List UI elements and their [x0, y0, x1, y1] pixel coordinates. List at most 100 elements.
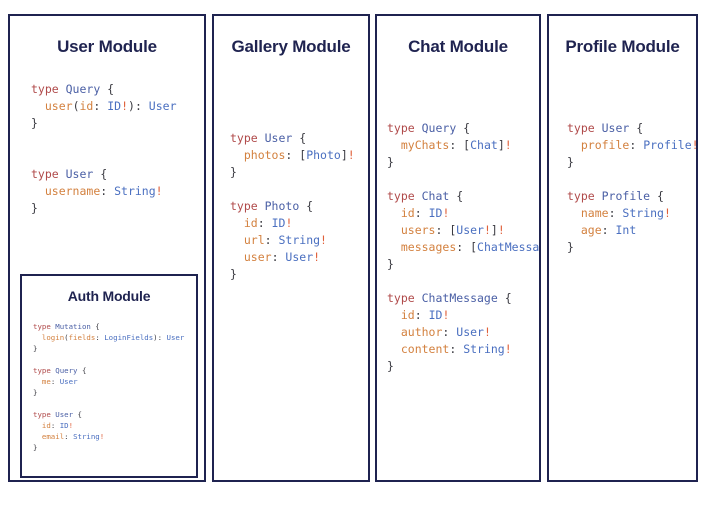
code-token	[567, 206, 581, 220]
card-chat-module[interactable]: Chat Module type Query { myChats: [Chat]…	[375, 14, 541, 482]
card-gallery-module[interactable]: Gallery Module type User { photos: [Phot…	[212, 14, 370, 482]
code-token: :	[414, 206, 429, 220]
code-token: }	[31, 116, 38, 130]
code-token: {	[497, 291, 512, 305]
code-block-user-module: type Query { user(id: ID!): User } type …	[31, 81, 204, 217]
code-token: :	[93, 99, 108, 113]
code-token: ):	[153, 333, 167, 342]
code-token: Chat	[421, 189, 450, 203]
code-token	[387, 206, 401, 220]
code-token: LoginFields	[104, 333, 154, 342]
code-token: id	[243, 216, 258, 230]
code-token: {	[456, 121, 471, 135]
code-token: ID	[428, 206, 443, 220]
code-token: }	[230, 267, 237, 281]
code-token: ChatMessage	[477, 240, 540, 254]
code-token: User	[59, 377, 78, 386]
code-block-chat-module: type Query { myChats: [Chat]! } type Cha…	[387, 120, 539, 375]
code-token: (	[64, 333, 69, 342]
code-block-gallery-module: type User { photos: [Photo]! } type Phot…	[230, 130, 368, 283]
code-token: type	[567, 121, 602, 135]
code-token: !	[99, 432, 105, 441]
code-token: :	[64, 432, 74, 441]
code-token: :	[449, 342, 464, 356]
code-token: type	[387, 189, 422, 203]
code-token: url	[243, 233, 265, 247]
code-token: }	[31, 201, 38, 215]
code-token: myChats	[400, 138, 450, 152]
card-profile-module[interactable]: Profile Module type User { profile: Prof…	[547, 14, 698, 482]
code-token: {	[292, 131, 307, 145]
code-token: {	[73, 410, 82, 419]
code-token	[31, 99, 45, 113]
code-token: }	[33, 443, 38, 452]
code-token	[387, 138, 401, 152]
code-token: !	[320, 233, 327, 247]
code-token	[230, 216, 244, 230]
code-token: user	[44, 99, 73, 113]
code-token: :	[601, 223, 616, 237]
code-token: ]	[490, 223, 498, 237]
code-token: ID	[107, 99, 122, 113]
code-token	[33, 421, 42, 430]
code-token	[387, 240, 401, 254]
code-token: }	[387, 359, 394, 373]
card-title-auth-module: Auth Module	[67, 288, 151, 304]
code-token: ID	[59, 421, 69, 430]
code-token: type	[33, 366, 56, 375]
code-token: ]	[497, 138, 505, 152]
code-token: :	[629, 138, 644, 152]
code-token: email	[41, 432, 65, 441]
code-token: {	[90, 322, 100, 331]
code-token: Chat	[470, 138, 498, 152]
code-token: id	[400, 308, 415, 322]
code-token: !	[483, 223, 491, 237]
code-token: photos	[243, 148, 286, 162]
code-token: User	[601, 121, 630, 135]
code-token: !	[483, 325, 491, 339]
code-token: String	[463, 342, 505, 356]
code-token: users	[400, 223, 436, 237]
code-token: id	[400, 206, 415, 220]
card-title-gallery-module: Gallery Module	[231, 37, 351, 56]
code-token: !	[121, 99, 129, 113]
code-token: ]	[340, 148, 348, 162]
card-user-module[interactable]: User Module type Query { user(id: ID!): …	[8, 14, 206, 482]
card-title-profile-module: Profile Module	[565, 37, 680, 56]
code-token: {	[100, 82, 115, 96]
code-token	[33, 432, 42, 441]
code-token: Int	[615, 223, 637, 237]
code-token: !	[442, 308, 450, 322]
code-token: :	[608, 206, 623, 220]
code-token: {	[449, 189, 464, 203]
code-token: :	[50, 377, 60, 386]
code-token: Query	[55, 366, 78, 375]
code-token: login	[41, 333, 65, 342]
code-token	[567, 138, 581, 152]
code-token: !	[285, 216, 293, 230]
code-token	[31, 184, 45, 198]
code-token: Photo	[264, 199, 300, 213]
code-token: !	[347, 148, 355, 162]
code-token: }	[33, 388, 38, 397]
code-token: !	[313, 250, 321, 264]
code-token: String	[622, 206, 664, 220]
code-token: :	[50, 421, 60, 430]
code-token: :	[95, 333, 105, 342]
code-token: User	[166, 333, 185, 342]
code-token: !	[497, 223, 505, 237]
code-token	[387, 223, 401, 237]
code-token: {	[629, 121, 644, 135]
code-token: : [	[449, 138, 471, 152]
code-token: id	[79, 99, 94, 113]
code-token: ChatMessage	[421, 291, 498, 305]
code-token: type	[31, 167, 66, 181]
code-token: User	[55, 410, 74, 419]
code-token: author	[400, 325, 443, 339]
code-token: !	[155, 184, 163, 198]
card-auth-module[interactable]: Auth Module type Mutation { login(fields…	[20, 274, 198, 478]
code-token: name	[580, 206, 609, 220]
code-token: !	[504, 342, 512, 356]
code-token: !	[691, 138, 698, 152]
